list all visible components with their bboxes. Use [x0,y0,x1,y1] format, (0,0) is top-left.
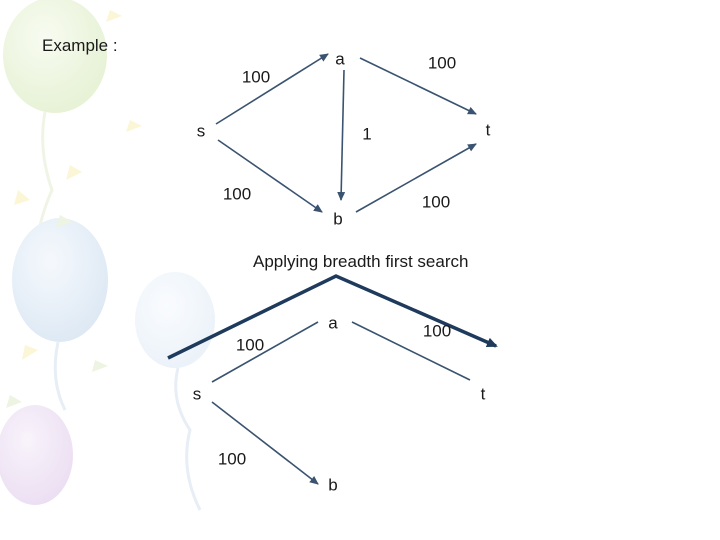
top-edge-label-s-b: 100 [222,184,252,204]
edge-s-a [215,53,329,125]
top-node-b: b [333,209,343,229]
top-edge-label-s-a: 100 [241,67,271,87]
balloon-decoration [0,0,215,511]
bottom-edge-label-s-b: 100 [217,449,247,469]
edge-s-b-bottom [211,401,319,485]
bfs-highlight-path [167,274,498,360]
top-edge-label-a-t: 100 [427,53,457,73]
bfs-caption: Applying breadth first search [253,252,469,271]
bottom-node-s: s [192,384,202,404]
bottom-node-t: t [480,384,486,404]
top-edge-label-b-t: 100 [421,192,451,212]
top-edge-label-a-b: 1 [362,124,372,144]
top-node-s: s [196,121,206,141]
top-graph-edges [215,53,477,213]
edge-s-b [217,139,323,213]
edge-b-t [355,143,477,213]
bottom-node-a: a [328,313,338,333]
top-node-a: a [335,49,345,69]
top-node-t: t [485,120,491,140]
bottom-edge-label-s-a: 100 [235,335,265,355]
bottom-graph-edges [211,321,471,485]
edge-a-b [337,69,346,201]
edge-a-t [359,57,477,115]
bottom-edge-label-a-t: 100 [422,321,452,341]
slide-title: Example : [42,36,118,55]
bottom-node-b: b [328,475,338,495]
edge-s-a-bottom [211,321,319,383]
edge-a-t-bottom [351,321,471,381]
